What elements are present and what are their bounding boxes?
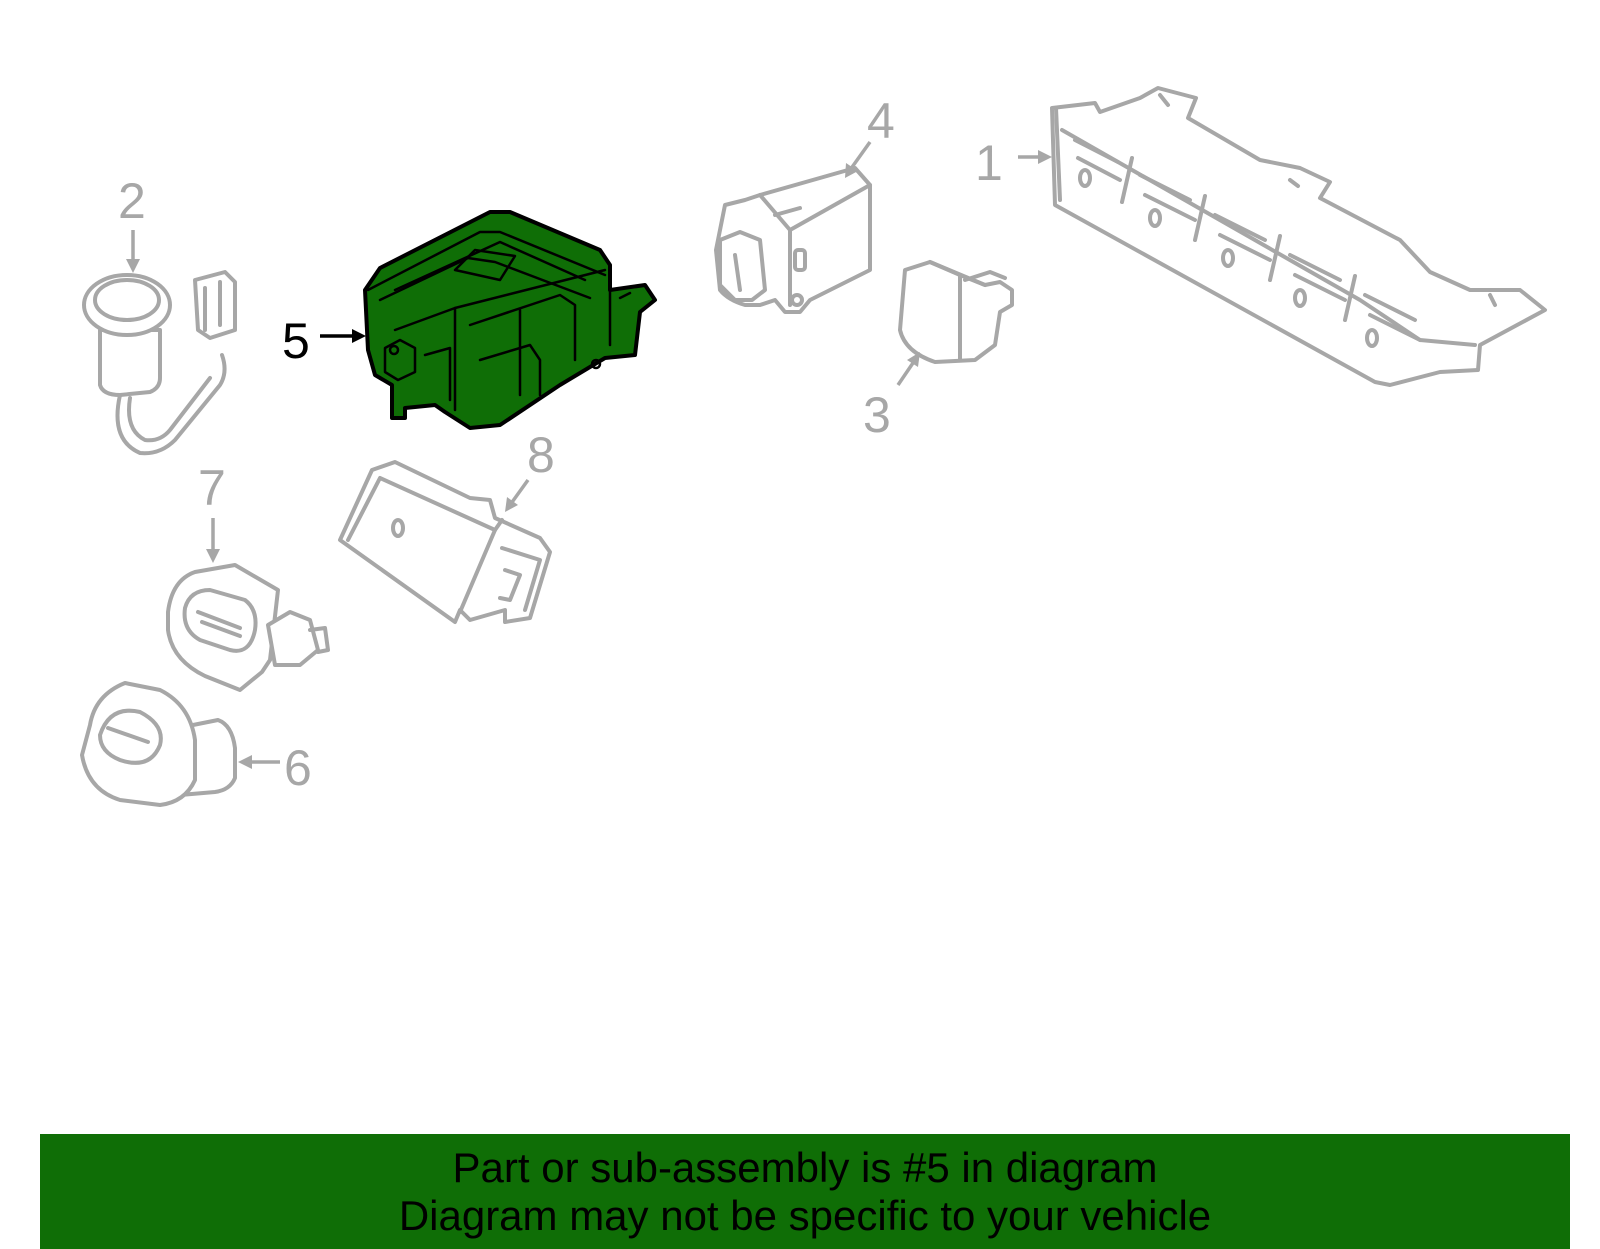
callout-1: 1 [975,135,1003,191]
part-8-bracket-tray [338,460,552,624]
callout-8: 8 [527,427,555,483]
callout-leaders [126,140,1052,769]
part-7-keyed-switch [166,563,330,692]
part-2-switch-with-harness [82,270,237,456]
part-5-control-module-highlighted [363,210,657,430]
banner-line-part-number: Part or sub-assembly is #5 in diagram [452,1144,1158,1191]
callout-6: 6 [284,740,312,796]
banner-line-disclaimer: Diagram may not be specific to your vehi… [398,1192,1212,1239]
callout-5: 5 [282,313,310,369]
callout-3: 3 [863,387,891,443]
part-3-push-switch [898,260,1014,364]
callout-2: 2 [118,173,146,229]
part-6-round-knob [80,681,237,807]
info-banner: Part or sub-assembly is #5 in diagram Di… [40,1134,1570,1249]
callout-7: 7 [198,460,226,516]
part-4-rotary-switch [714,166,872,314]
callout-4: 4 [867,93,895,149]
part-1-switch-panel [1050,86,1547,387]
